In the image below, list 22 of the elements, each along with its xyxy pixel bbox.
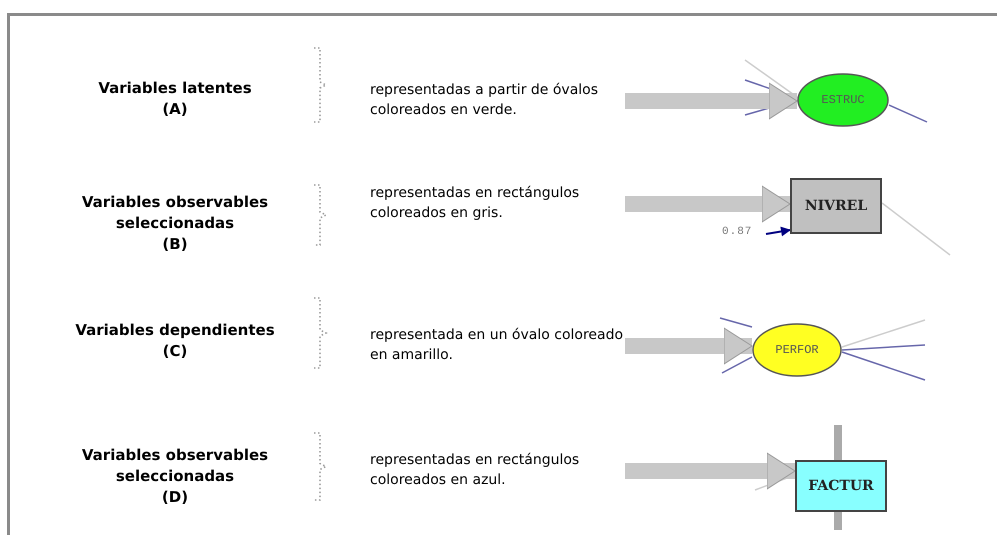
variable-type-heading: Variables observables seleccionadas — [80, 192, 270, 234]
description-text: representada en un óvalo coloreado en amarillo. — [370, 325, 625, 367]
category-letter: (C) — [162, 341, 188, 362]
variable-rectangle: NIVREL — [790, 178, 882, 234]
category-letter: (A) — [161, 99, 189, 120]
block-arrow — [625, 328, 752, 364]
variable-label: ESTRUC — [821, 93, 865, 107]
variable-type-heading: Variables latentes — [97, 78, 253, 99]
coefficient-value: 0.87 — [722, 226, 766, 242]
variable-rectangle: FACTUR — [795, 460, 887, 512]
description-text: representadas en rectángulos coloreados en azul. — [370, 450, 625, 492]
variable-type-heading: Variables dependientes — [74, 320, 276, 341]
category-letter: (D) — [160, 487, 190, 508]
category-letter: (B) — [161, 234, 189, 255]
block-arrow — [625, 186, 790, 222]
description-text: representadas en rectángulos coloreados en gris. — [370, 183, 625, 225]
variable-type-heading: Variables observables seleccionadas — [80, 445, 270, 487]
block-arrow — [625, 82, 798, 120]
block-arrow — [625, 452, 796, 490]
description-text: representadas a partir de óvalos coloreados en verde. — [370, 80, 625, 122]
variable-label: PERFOR — [775, 343, 819, 357]
arrow — [766, 226, 791, 236]
